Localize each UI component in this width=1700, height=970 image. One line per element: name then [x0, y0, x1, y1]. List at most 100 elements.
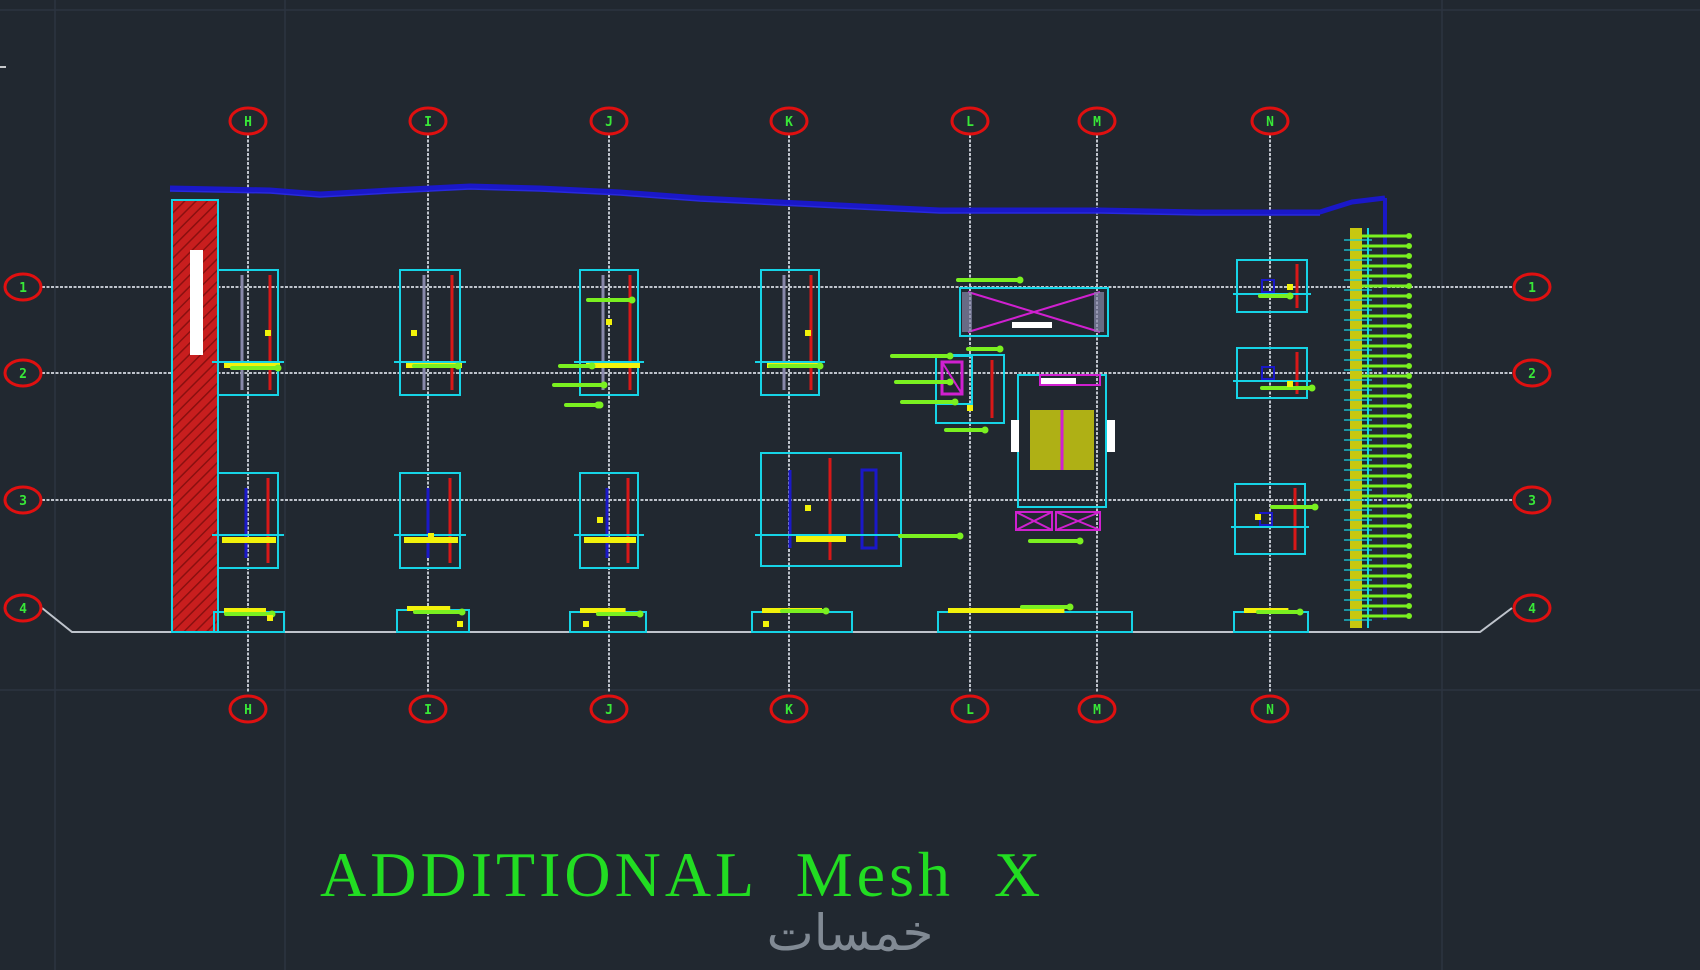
riser-branch-end — [1406, 443, 1412, 449]
grid-bubble-bottom-H: H — [228, 694, 268, 724]
footing-plate — [948, 608, 1065, 613]
grid-bubble-top-H: H — [228, 106, 268, 136]
grid-bubble-ring — [228, 106, 268, 136]
riser-branch-end — [1406, 573, 1412, 579]
marker — [597, 517, 603, 523]
grid-bubble-left-3: 3 — [3, 485, 43, 515]
riser-branch-end — [1406, 613, 1412, 619]
grid-bubble-label: 4 — [19, 602, 27, 617]
grid-bubble-top-I: I — [408, 106, 448, 136]
grid-bubble-ring — [1250, 106, 1290, 136]
frame-plate — [224, 362, 280, 368]
pipe-stub-end — [946, 352, 954, 360]
grid-bubble-ring — [408, 106, 448, 136]
riser-branch-end — [1406, 253, 1412, 259]
riser-body — [1350, 228, 1362, 628]
grid-bubble-label: I — [424, 703, 432, 718]
grid-bubble-label: N — [1266, 115, 1274, 130]
pipe-stub-end — [822, 607, 830, 615]
riser-branch-end — [1406, 323, 1412, 329]
riser-branch-end — [1406, 463, 1412, 469]
marker — [583, 621, 589, 627]
marker — [411, 330, 417, 336]
riser-branch-end — [1406, 433, 1412, 439]
grid-bubble-ring — [769, 106, 809, 136]
upper-frame — [760, 269, 820, 396]
marker — [606, 319, 612, 325]
riser-branch-end — [1406, 333, 1412, 339]
grid-bubble-label: I — [424, 115, 432, 130]
marker — [1287, 381, 1293, 387]
frame-plate — [584, 537, 636, 543]
grid-bubble-ring — [1512, 593, 1552, 623]
frame-member — [1261, 366, 1275, 380]
pipe-stub-end — [454, 362, 462, 370]
riser-branch-end — [1406, 533, 1412, 539]
marker — [805, 505, 811, 511]
riser-branch-end — [1406, 233, 1412, 239]
pipe-stub-end — [1286, 292, 1294, 300]
grid-bubble-top-N: N — [1250, 106, 1290, 136]
grid-bubble-label: J — [605, 115, 613, 130]
magenta-x-boxes — [1015, 511, 1101, 531]
grid-bubble-right-4: 4 — [1512, 593, 1552, 623]
upper-frame — [399, 269, 461, 396]
grid-bubble-label: 1 — [1528, 281, 1536, 296]
riser-branch-end — [1406, 393, 1412, 399]
riser-branch-end — [1406, 313, 1412, 319]
riser-branches — [1344, 228, 1412, 628]
pipe-stub-end — [274, 364, 282, 372]
marker — [267, 615, 273, 621]
grid-bubble-top-L: L — [950, 106, 990, 136]
grid-bubble-label: 3 — [19, 494, 27, 509]
marker — [265, 330, 271, 336]
riser-branch-end — [1406, 503, 1412, 509]
footing-plate — [407, 606, 451, 611]
grid-bubble-ring — [1250, 694, 1290, 724]
pipe-stub-end — [1016, 276, 1024, 284]
pipe-stub-end — [588, 362, 596, 370]
grid-bubble-label: 4 — [1528, 602, 1536, 617]
pipe-stub-end — [1066, 603, 1074, 611]
frame-plate — [586, 362, 640, 368]
grid-bubble-bottom-M: M — [1077, 694, 1117, 724]
pipe-stub-end — [636, 610, 644, 618]
grid-bubble-label: K — [785, 703, 793, 718]
upper-frame — [579, 269, 639, 396]
n-frame — [1234, 483, 1306, 555]
grid-bubble-top-M: M — [1077, 106, 1117, 136]
n-frame — [1236, 259, 1308, 313]
pipe-stub-end — [981, 426, 989, 434]
grid-bubble-ring — [228, 694, 268, 724]
riser-branch-end — [1406, 263, 1412, 269]
grid-bubble-ring — [1512, 358, 1552, 388]
riser-branch-end — [1406, 583, 1412, 589]
grid-bubble-top-J: J — [589, 106, 629, 136]
large-frame — [760, 452, 902, 567]
grid-bubble-ring — [589, 106, 629, 136]
grid-bubble-label: N — [1266, 703, 1274, 718]
marker — [1255, 514, 1261, 520]
pipe-stub-end — [1076, 537, 1084, 545]
riser-branch-end — [1406, 483, 1412, 489]
riser-branch-end — [1406, 383, 1412, 389]
pipe-stub-end — [596, 401, 604, 409]
lower-frame — [579, 472, 639, 569]
marker — [967, 405, 973, 411]
riser-branch-end — [1406, 423, 1412, 429]
pipe-stub-end — [996, 345, 1004, 353]
riser-branch-end — [1406, 343, 1412, 349]
grid-bubble-left-1: 1 — [3, 272, 43, 302]
riser-branch-end — [1406, 413, 1412, 419]
grid-bubble-ring — [1077, 106, 1117, 136]
lower-frame — [217, 472, 279, 569]
riser-branch-end — [1406, 273, 1412, 279]
riser-branch-end — [1406, 603, 1412, 609]
frame-plate — [796, 536, 846, 542]
grid-bubble-right-2: 2 — [1512, 358, 1552, 388]
riser-branch-end — [1406, 403, 1412, 409]
grid-bubble-label: L — [966, 115, 974, 130]
